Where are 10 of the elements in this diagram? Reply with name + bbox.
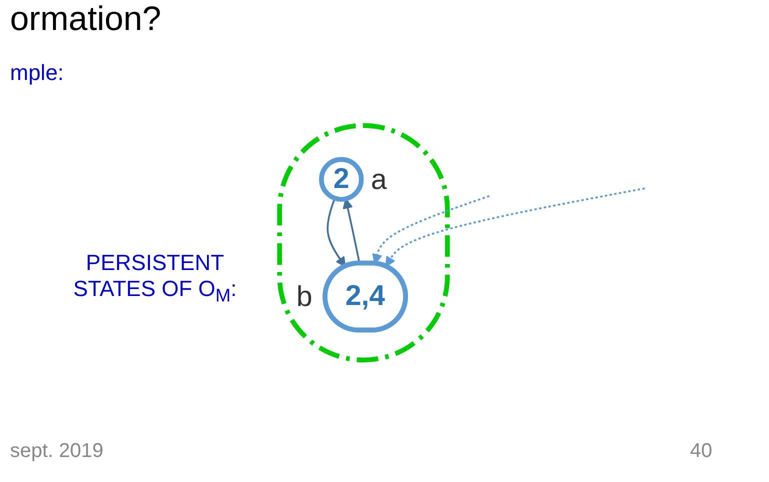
date-footer: sept. 2019	[10, 440, 104, 463]
arrow	[326, 198, 346, 267]
state-circle: 2	[319, 156, 364, 202]
state-tag: b	[296, 280, 312, 313]
state-tag: a	[370, 164, 387, 196]
subheading-text: mple:	[10, 60, 64, 86]
page-number: 40	[690, 440, 712, 463]
side-note: PERSISTENT STATES OF O$_{M}$:	[72, 250, 238, 306]
slide-title: ormation?	[10, 0, 162, 39]
arrow	[385, 187, 645, 267]
